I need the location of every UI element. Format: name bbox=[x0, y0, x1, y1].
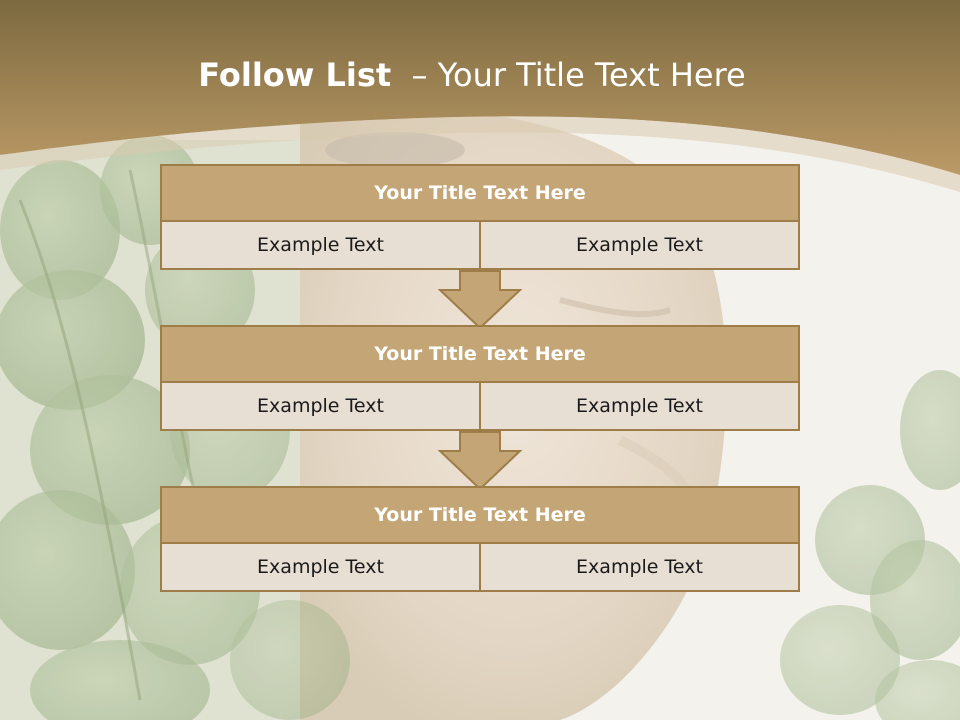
step-title: Your Title Text Here bbox=[162, 166, 798, 222]
step-row: Example Text Example Text bbox=[162, 544, 798, 590]
step-cell-left: Example Text bbox=[162, 222, 479, 268]
step-title: Your Title Text Here bbox=[162, 327, 798, 383]
header-band bbox=[0, 0, 960, 192]
slide-title-bold: Follow List bbox=[198, 56, 392, 94]
step-cell-right: Example Text bbox=[479, 544, 798, 590]
step-cell-left: Example Text bbox=[162, 383, 479, 429]
slide-title-rest: – Your Title Text Here bbox=[411, 56, 746, 94]
step-cell-right: Example Text bbox=[479, 383, 798, 429]
step-box-1: Your Title Text Here Example Text Exampl… bbox=[160, 164, 800, 270]
down-arrow-icon bbox=[438, 431, 522, 491]
step-box-3: Your Title Text Here Example Text Exampl… bbox=[160, 486, 800, 592]
step-box-2: Your Title Text Here Example Text Exampl… bbox=[160, 325, 800, 431]
step-cell-right: Example Text bbox=[479, 222, 798, 268]
step-row: Example Text Example Text bbox=[162, 383, 798, 429]
down-arrow-icon bbox=[438, 270, 522, 330]
step-cell-left: Example Text bbox=[162, 544, 479, 590]
step-title: Your Title Text Here bbox=[162, 488, 798, 544]
leaves-right bbox=[780, 370, 960, 720]
leaves-left bbox=[0, 135, 350, 720]
slide-title: Follow List – Your Title Text Here bbox=[0, 54, 944, 96]
step-row: Example Text Example Text bbox=[162, 222, 798, 268]
